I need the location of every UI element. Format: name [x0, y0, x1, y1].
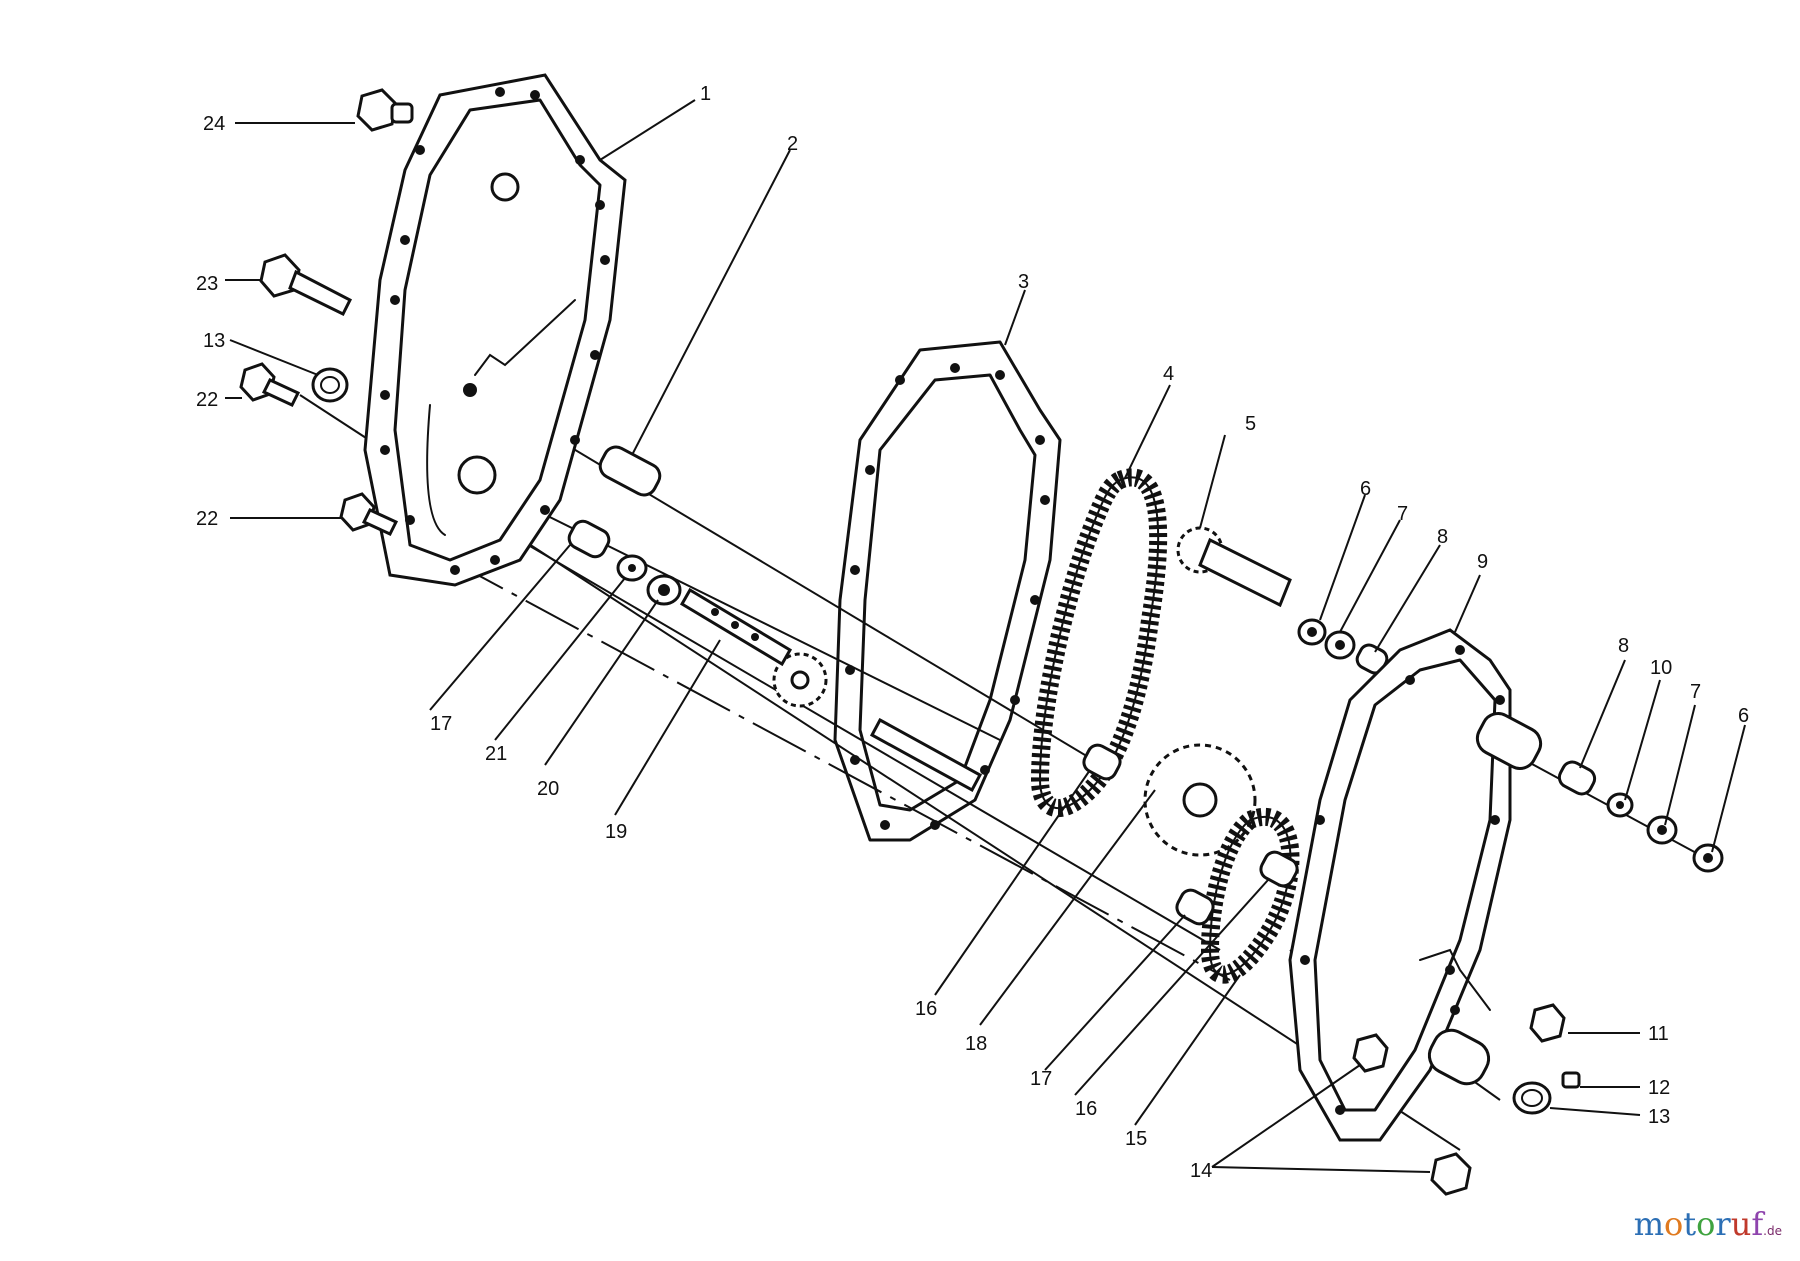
bushing-8-right	[1557, 760, 1597, 796]
callout-2: 2	[787, 133, 798, 155]
callout-6a: 6	[1360, 478, 1371, 500]
callout-15: 15	[1125, 1128, 1147, 1150]
callout-8b: 8	[1618, 635, 1629, 657]
axle	[679, 587, 983, 793]
callout-4: 4	[1163, 363, 1174, 385]
callout-10: 10	[1650, 657, 1672, 679]
callout-12: 12	[1648, 1077, 1670, 1099]
motoruf-watermark: motoruf.de	[1634, 1205, 1782, 1243]
watermark-letter: r	[1715, 1205, 1731, 1243]
callout-14: 14	[1190, 1160, 1212, 1182]
washer-6-left	[1297, 618, 1327, 646]
upper-sprocket-shaft	[1176, 526, 1292, 608]
callout-13a: 13	[203, 330, 225, 352]
callout-11: 11	[1648, 1023, 1669, 1045]
drive-chain	[1030, 468, 1168, 818]
callout-24: 24	[203, 113, 225, 135]
watermark-letter: f	[1751, 1205, 1764, 1243]
bolt-22-upper	[239, 362, 301, 407]
callout-18: 18	[965, 1033, 987, 1055]
bushing-17-left	[567, 519, 611, 559]
nut-12	[1561, 1071, 1581, 1089]
callout-19: 19	[605, 821, 627, 843]
gasket	[833, 340, 1062, 842]
watermark-suffix: .de	[1763, 1224, 1782, 1238]
callout-23: 23	[196, 273, 218, 295]
callout-labels: 1 2 3 4 5 6 7 8 9 8 10 7 6 11 12 13 14 1…	[196, 83, 1749, 1182]
cover-plate	[363, 73, 627, 587]
callout-6b: 6	[1738, 705, 1749, 727]
seal-13-left	[311, 367, 349, 403]
washer-7-right	[1646, 815, 1678, 845]
washer-6-right	[1692, 843, 1724, 873]
nut-14-upper	[1352, 1033, 1389, 1073]
callout-21: 21	[485, 743, 507, 765]
callout-1: 1	[700, 83, 711, 105]
washer-7-left	[1324, 630, 1356, 660]
callout-3: 3	[1018, 271, 1029, 293]
bushing-16-upper	[1082, 743, 1122, 781]
callout-13b: 13	[1648, 1106, 1670, 1128]
lower-drive-chain	[1200, 808, 1300, 984]
washer-10	[1606, 792, 1634, 818]
lower-sprocket	[772, 652, 828, 708]
nut-14-lower	[1430, 1152, 1472, 1196]
watermark-letter: o	[1664, 1205, 1684, 1243]
callout-22a: 22	[196, 389, 218, 411]
bushing-17-right	[1175, 888, 1215, 926]
callout-17a: 17	[430, 713, 452, 735]
large-sprocket	[1143, 743, 1257, 857]
watermark-letter: o	[1696, 1205, 1716, 1243]
callout-9: 9	[1477, 551, 1488, 573]
callout-22b: 22	[196, 508, 218, 530]
callout-16a: 16	[915, 998, 937, 1020]
callout-16b: 16	[1075, 1098, 1097, 1120]
callout-20: 20	[537, 778, 559, 800]
callout-8a: 8	[1437, 526, 1448, 548]
bushing-16-lower	[1259, 850, 1299, 888]
washer-20	[646, 574, 682, 606]
seal-13-right	[1512, 1081, 1552, 1115]
watermark-letter: m	[1633, 1205, 1665, 1243]
callout-7b: 7	[1690, 681, 1701, 703]
watermark-letter: u	[1730, 1205, 1752, 1243]
nut-11	[1529, 1003, 1566, 1043]
watermark-letter: t	[1683, 1205, 1697, 1243]
callout-7a: 7	[1397, 503, 1408, 525]
washer-21	[616, 554, 648, 582]
callout-5: 5	[1245, 413, 1256, 435]
housing	[1288, 628, 1543, 1142]
leader-lines	[225, 99, 1746, 1173]
callout-17b: 17	[1030, 1068, 1052, 1090]
plug-24	[356, 88, 414, 132]
bolt-23	[259, 253, 353, 317]
spacer-2	[598, 445, 662, 497]
